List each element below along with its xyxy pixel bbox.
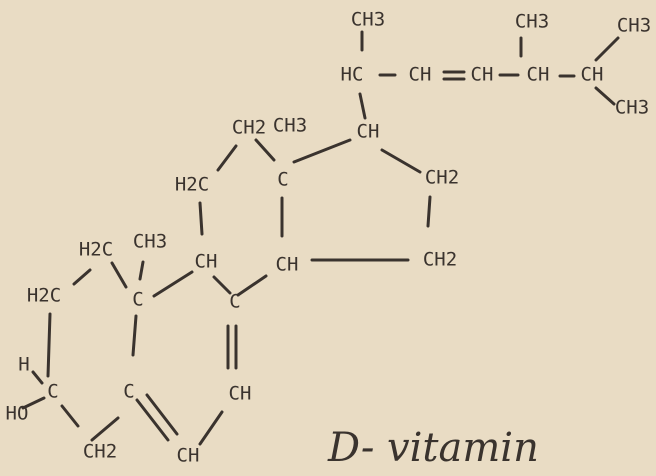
atom-label: CH: [580, 63, 604, 86]
atom-label: CH3: [272, 114, 308, 137]
bond: [131, 314, 138, 357]
atom-label: CH: [228, 382, 252, 405]
atom-label: CH3: [616, 14, 652, 37]
atom-label: CH: [194, 250, 218, 273]
bond: [21, 396, 46, 410]
atom-label: CH2: [82, 440, 118, 463]
bond: [60, 404, 80, 428]
bond: [594, 86, 616, 106]
bond: [216, 144, 238, 172]
atom-label: CH2: [422, 248, 458, 271]
bond: [145, 393, 179, 436]
bond: [426, 195, 432, 228]
atom-label: CH3: [514, 10, 550, 33]
atom-label: C: [47, 380, 59, 403]
atom-label: C: [123, 380, 135, 403]
atom-label: CH: [356, 120, 380, 143]
bond: [358, 92, 367, 120]
atom-label: H2C: [78, 238, 114, 261]
atom-label: CH: [470, 63, 494, 86]
atom-label: CH3: [350, 8, 386, 31]
bond: [292, 138, 352, 164]
atom-label: HO: [5, 402, 29, 425]
atom-label: CH: [275, 253, 299, 276]
atom-label: CH2: [424, 166, 460, 189]
bond: [198, 410, 224, 446]
bond-lines: [21, 30, 620, 446]
atom-label: CH: [408, 63, 432, 86]
bond: [380, 148, 422, 174]
bond: [110, 261, 128, 289]
bond: [254, 138, 276, 162]
caption: D- vitamin: [328, 425, 539, 471]
bond: [594, 36, 620, 62]
atom-label: CH2: [231, 116, 267, 139]
atom-label: CH: [176, 444, 200, 467]
bond: [152, 270, 194, 298]
atom-label: H2C: [26, 284, 62, 307]
bond: [46, 312, 52, 378]
atom-label: H: [18, 353, 30, 376]
bond: [236, 274, 268, 297]
bond: [135, 398, 170, 442]
atom-label: HC: [340, 63, 364, 86]
atom-label: CH3: [614, 96, 650, 119]
atom-label: H2C: [174, 173, 210, 196]
bond: [31, 370, 44, 385]
bond: [138, 260, 145, 281]
atom-label: C: [277, 168, 289, 191]
bond: [212, 275, 232, 295]
bond: [90, 416, 120, 442]
atom-label: CH3: [132, 230, 168, 253]
atom-label: C: [132, 288, 144, 311]
bond: [198, 201, 204, 236]
bond: [72, 268, 92, 286]
atom-label: CH: [526, 63, 550, 86]
atom-label: C: [229, 290, 241, 313]
